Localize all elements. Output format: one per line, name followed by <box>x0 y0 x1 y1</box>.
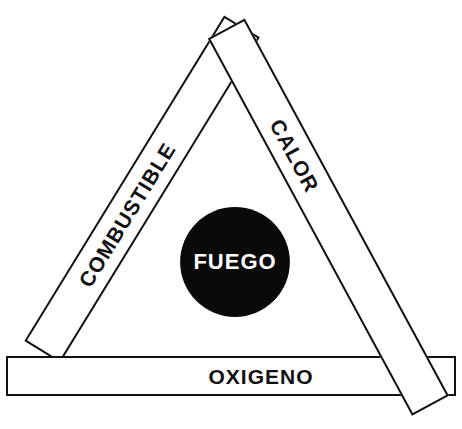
element-label: COMBUSTIBLE <box>74 139 178 291</box>
element-label: CALOR <box>266 115 322 195</box>
element-label: OXIGENO <box>208 366 313 387</box>
fire-circle: FUEGO <box>179 206 291 318</box>
element-label: FUEGO <box>193 251 276 273</box>
